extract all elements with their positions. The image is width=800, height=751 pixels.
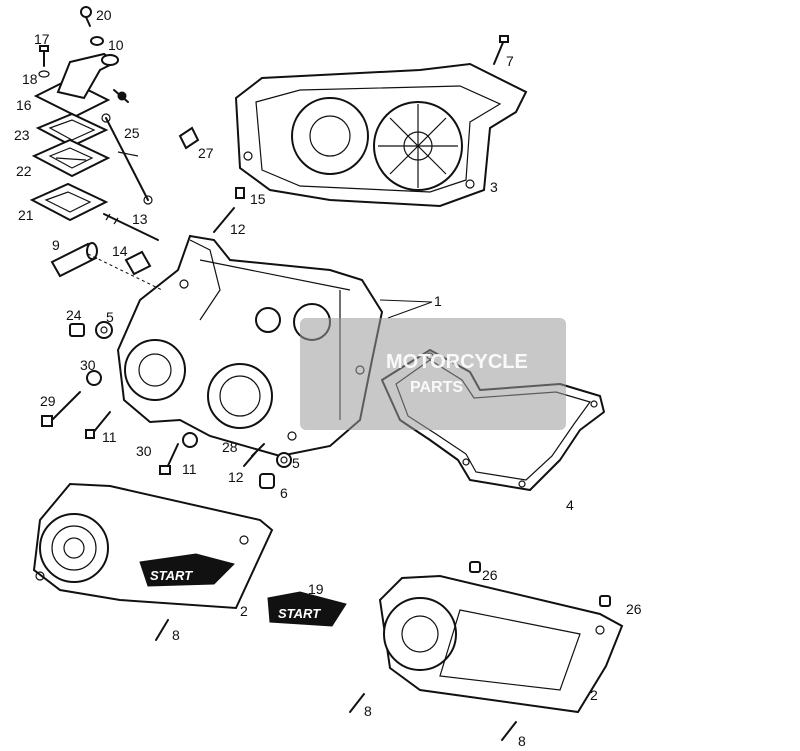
part-11-bolt-right	[159, 443, 179, 475]
callout-12-lower: 12	[228, 469, 244, 485]
watermark: MOTORCYCLE PARTS	[300, 318, 566, 430]
watermark-line1: MOTORCYCLE	[386, 351, 528, 373]
part-10-nut	[90, 36, 104, 46]
callout-4: 4	[566, 497, 574, 513]
callout-21: 21	[18, 207, 34, 223]
leader-9	[87, 253, 163, 291]
callout-11-left: 11	[102, 429, 117, 445]
part-3-transmission-cover	[234, 62, 528, 208]
part-21-gasket	[29, 182, 109, 222]
part-12-stud-upper	[213, 207, 235, 233]
callout-3: 3	[490, 179, 498, 195]
part-13-stud	[103, 213, 159, 241]
callout-30-lower: 30	[136, 443, 152, 459]
part-6-drain-plug	[259, 473, 275, 489]
part-27-clip	[178, 126, 200, 150]
part-5-seal-lower	[276, 452, 292, 468]
decal-start-left: START	[150, 568, 193, 583]
part-11-bolt-left	[85, 411, 111, 439]
part-23-gasket	[35, 112, 109, 148]
callout-24: 24	[66, 307, 82, 323]
part-25-cable	[101, 113, 153, 205]
part-17-bolt	[39, 45, 49, 67]
callout-7: 7	[506, 53, 514, 69]
part-26-dowel-b	[599, 595, 611, 607]
part-7-bolt	[493, 35, 509, 65]
callout-30-upper: 30	[80, 357, 96, 373]
part-16-intake-manifold	[33, 52, 129, 118]
callout-14: 14	[112, 243, 128, 259]
part-8-bolt-right-cover-a	[349, 693, 365, 713]
part-20-screw	[80, 6, 92, 27]
part-18-oring	[38, 70, 50, 78]
callout-6: 6	[280, 485, 288, 501]
callout-28: 28	[222, 439, 238, 455]
callout-17: 17	[34, 31, 50, 47]
leader-1b	[379, 299, 433, 303]
callout-10: 10	[108, 37, 124, 53]
part-14-bushing	[124, 250, 152, 276]
callout-12-upper: 12	[230, 221, 246, 237]
callout-8-right-a: 8	[364, 703, 372, 719]
callout-2-right: 2	[590, 687, 598, 703]
callout-labels: 20 17 10 7 18 16 23 25 27 22 3 15 21 13 …	[14, 7, 642, 749]
callout-9: 9	[52, 237, 60, 253]
part-8-bolt-left-cover	[155, 619, 169, 641]
callout-5-upper: 5	[106, 309, 114, 325]
part-24-plug	[69, 323, 85, 337]
callout-8-left: 8	[172, 627, 180, 643]
callout-25: 25	[124, 125, 140, 141]
callout-22: 22	[16, 163, 32, 179]
part-19-decal: START	[267, 591, 347, 627]
part-22-reed-valve	[31, 138, 111, 178]
leader-1a	[387, 301, 433, 319]
part-29-bolt	[41, 391, 81, 427]
callout-13: 13	[132, 211, 148, 227]
callout-18: 18	[22, 71, 38, 87]
callout-26-a: 26	[482, 567, 498, 583]
part-2-cover-right	[378, 574, 624, 714]
part-30-nut-lower	[182, 432, 198, 448]
part-9-sleeve	[50, 242, 98, 278]
part-8-bolt-right-cover-b	[501, 721, 517, 741]
callout-5-lower: 5	[292, 455, 300, 471]
callout-15: 15	[250, 191, 266, 207]
callout-19: 19	[308, 581, 324, 597]
callout-1: 1	[434, 293, 442, 309]
decal-start-19: START	[278, 606, 321, 621]
callout-23: 23	[14, 127, 30, 143]
part-15-dowel	[235, 187, 245, 199]
callout-11-right: 11	[182, 461, 197, 477]
part-26-dowel-a	[469, 561, 481, 573]
part-5-seal-upper	[95, 321, 113, 339]
watermark-line2: PARTS	[410, 379, 463, 396]
callout-26-b: 26	[626, 601, 642, 617]
callout-8-right-b: 8	[518, 733, 526, 749]
callout-27: 27	[198, 145, 214, 161]
callout-2-left: 2	[240, 603, 248, 619]
part-30-nut-upper	[86, 370, 102, 386]
callout-16: 16	[16, 97, 32, 113]
part-2-cover-left: START	[32, 482, 274, 610]
callout-20: 20	[96, 7, 112, 23]
callout-29: 29	[40, 393, 56, 409]
part-12-stud-lower	[243, 451, 257, 467]
